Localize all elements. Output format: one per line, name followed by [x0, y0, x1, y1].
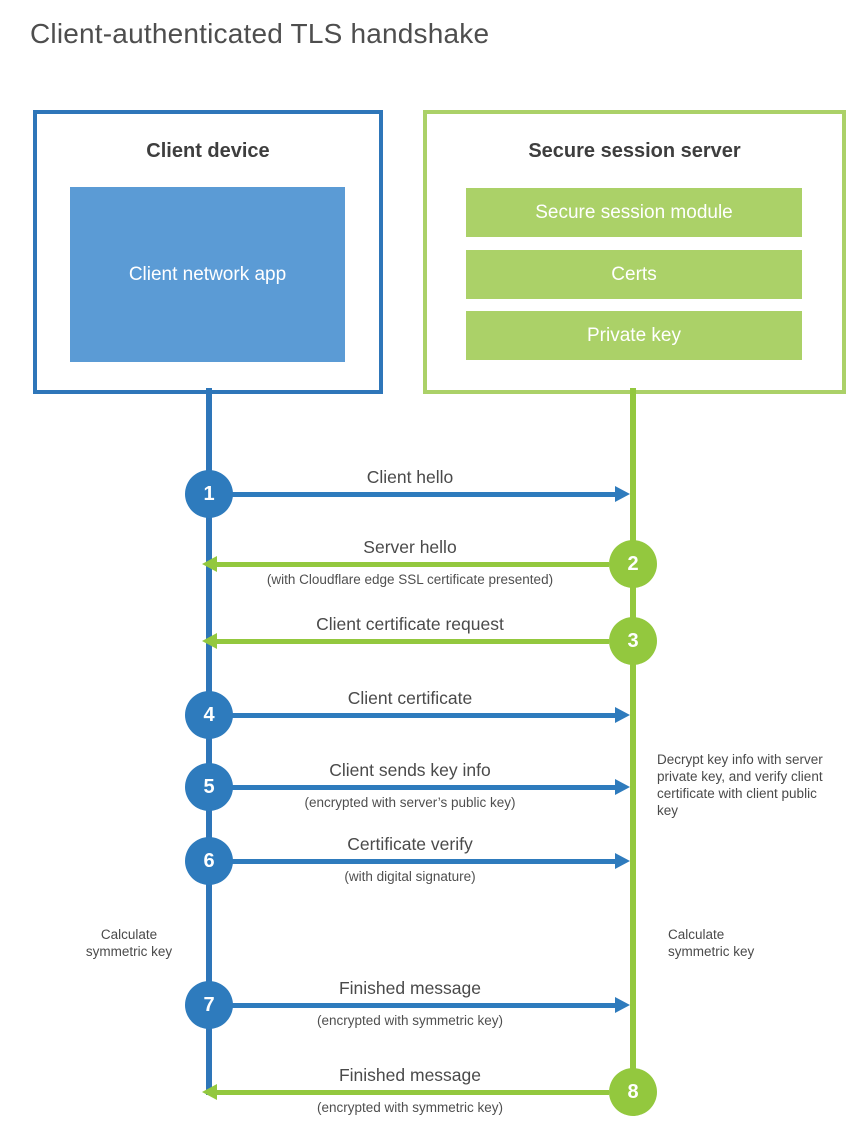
- step-1-arrowhead-right-icon: [615, 486, 630, 502]
- server-module-secure-session: Secure session module: [466, 188, 802, 237]
- client-lifeline: [206, 388, 212, 1095]
- calculate-symmetric-key-note-client: Calculate symmetric key: [85, 927, 173, 959]
- step-5-arrow-line: [231, 785, 616, 790]
- step-8-arrowhead-left-icon: [202, 1084, 217, 1100]
- step-3-arrow-line: [217, 639, 609, 644]
- step-4-circle: 4: [185, 691, 233, 739]
- step-6-arrow-line: [231, 859, 616, 864]
- decrypt-key-note: Decrypt key info with server private key…: [657, 752, 823, 818]
- step-7-arrowhead-right-icon: [615, 997, 630, 1013]
- server-lifeline: [630, 388, 636, 1092]
- secure-session-server-title: Secure session server: [528, 140, 741, 162]
- step-4-label: Client certificate: [347, 688, 473, 708]
- step-1-label: Client hello: [366, 467, 454, 487]
- step-2-circle: 2: [609, 540, 657, 588]
- step-7-sublabel: (encrypted with symmetric key): [316, 1013, 504, 1028]
- step-5-label: Client sends key info: [329, 760, 491, 780]
- step-6-circle: 6: [185, 837, 233, 885]
- calculate-symmetric-key-note-server: Calculate symmetric key: [668, 927, 755, 959]
- step-8-circle: 8: [609, 1068, 657, 1116]
- server-module-private-key: Private key: [466, 311, 802, 360]
- step-8-arrow-line: [217, 1090, 609, 1095]
- step-4-arrowhead-right-icon: [615, 707, 630, 723]
- step-6-sublabel: (with digital signature): [344, 869, 476, 884]
- step-1-circle: 1: [185, 470, 233, 518]
- step-2-label: Server hello: [363, 537, 457, 557]
- step-1-arrow-line: [231, 492, 616, 497]
- step-2-arrowhead-left-icon: [202, 556, 217, 572]
- step-5-arrowhead-right-icon: [615, 779, 630, 795]
- step-3-circle: 3: [609, 617, 657, 665]
- step-3-label: Client certificate request: [316, 614, 504, 634]
- step-3-arrowhead-left-icon: [202, 633, 217, 649]
- step-8-label: Finished message: [338, 1065, 482, 1085]
- step-2-arrow-line: [217, 562, 609, 567]
- step-7-circle: 7: [185, 981, 233, 1029]
- step-7-arrow-line: [231, 1003, 616, 1008]
- step-6-arrowhead-right-icon: [615, 853, 630, 869]
- server-module-certs: Certs: [466, 250, 802, 299]
- page-title: Client-authenticated TLS handshake: [30, 18, 490, 49]
- step-5-sublabel: (encrypted with server’s public key): [304, 795, 516, 810]
- step-4-arrow-line: [231, 713, 616, 718]
- step-5-circle: 5: [185, 763, 233, 811]
- step-7-label: Finished message: [338, 978, 482, 998]
- step-6-label: Certificate verify: [347, 834, 473, 854]
- client-device-title: Client device: [146, 140, 270, 162]
- client-network-app-box: Client network app: [70, 187, 345, 362]
- step-8-sublabel: (encrypted with symmetric key): [316, 1100, 504, 1115]
- step-2-sublabel: (with Cloudflare edge SSL certificate pr…: [266, 572, 554, 587]
